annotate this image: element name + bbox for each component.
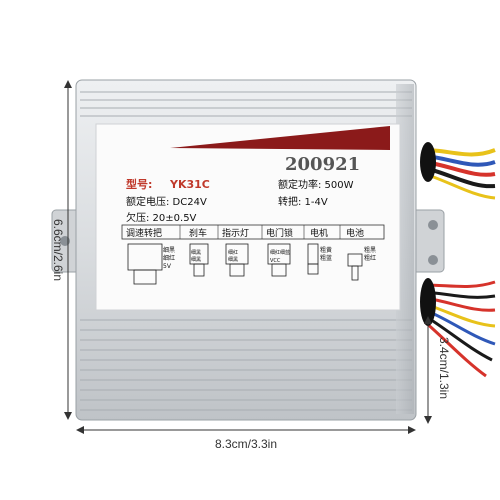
- wire-note-brake-1: 细黑: [191, 256, 201, 263]
- wire-note-throttle-2: 5V: [163, 263, 172, 270]
- height-label: 6.6cm/2.6in: [51, 219, 65, 281]
- wire-note-battery-1: 粗红: [364, 254, 376, 262]
- rated-power: 额定功率: 500W: [278, 178, 354, 191]
- wiring-header-brake: 刹车: [189, 227, 207, 239]
- width-label: 8.3cm/3.3in: [215, 437, 277, 451]
- wire-note-lock-2: VCC: [270, 258, 281, 264]
- wire-note-lock-0: 细红: [270, 249, 280, 256]
- wiring-header-battery: 电池: [346, 227, 364, 239]
- wiring-header-indicator: 指示灯: [222, 227, 249, 239]
- wiring-header-motor: 电机: [310, 227, 328, 239]
- undervoltage: 欠压: 20±0.5V: [126, 211, 197, 224]
- wire-note-throttle-0: 细黑: [163, 246, 175, 254]
- wire-note-throttle-1: 细红: [163, 254, 175, 262]
- wire-note-motor-1: 粗蓝: [320, 254, 332, 262]
- serial-number: 200921: [285, 154, 360, 175]
- wire-note-motor-0: 粗黄: [320, 246, 332, 254]
- wire-bundle-bottom: [420, 278, 496, 378]
- model-value: YK31C: [169, 178, 210, 191]
- throttle-range: 转把: 1-4V: [278, 195, 328, 208]
- wire-bundle-top: [420, 142, 496, 200]
- label-stripe: [170, 126, 390, 150]
- wire-note-indicator-0: 细红: [228, 249, 238, 256]
- wiring-header-lock: 电门锁: [266, 227, 293, 239]
- wiring-header-throttle: 调速转把: [126, 227, 162, 239]
- wire-note-lock-1: 细蓝: [280, 249, 290, 256]
- wire-note-brake-0: 细黑: [191, 249, 201, 256]
- model-label: 型号:: [126, 177, 152, 191]
- wire-note-indicator-1: 细黑: [228, 256, 238, 263]
- height-dimension: 6.6cm/2.6in: [51, 80, 72, 420]
- right-mounting-tab: [411, 209, 445, 273]
- wiring-table: [121, 224, 385, 240]
- width-dimension: 8.3cm/3.3in: [76, 426, 416, 451]
- depth-dimension: 3.4cm/1.3in: [424, 316, 451, 424]
- spec-label: 200921 型号: YK31C 额定功率: 500W 额定电压: DC24V …: [95, 123, 401, 311]
- wire-note-battery-0: 粗黑: [364, 246, 376, 254]
- depth-label: 3.4cm/1.3in: [437, 337, 451, 399]
- rated-voltage: 额定电压: DC24V: [126, 195, 207, 208]
